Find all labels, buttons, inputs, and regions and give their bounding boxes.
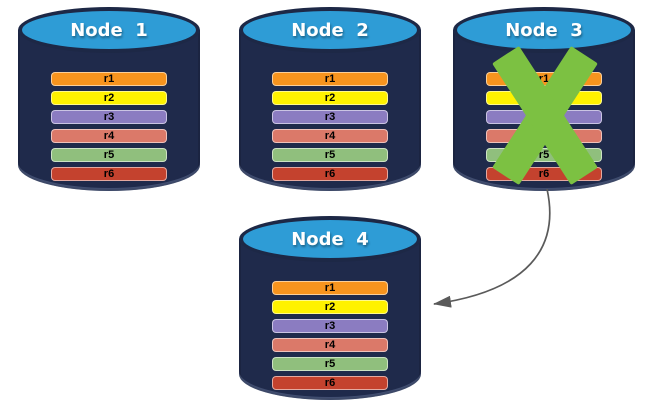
replica-row: r4 (272, 338, 388, 352)
node-2-cylinder-top: Node 2 (239, 7, 421, 53)
node-4-rows: r1 r2 r3 r4 r5 r6 (272, 281, 388, 390)
node-title: Node 1 (70, 19, 148, 41)
replica-row: r1 (51, 72, 167, 86)
replica-row: r3 (272, 319, 388, 333)
replica-row: r5 (272, 148, 388, 162)
replica-row: r5 (272, 357, 388, 371)
replica-row: r6 (272, 376, 388, 390)
replica-row: r2 (272, 300, 388, 314)
replica-row: r4 (272, 129, 388, 143)
replica-row: r6 (51, 167, 167, 181)
replica-row: r3 (272, 110, 388, 124)
node-3-cylinder-top: Node 3 (453, 7, 635, 53)
replica-row: r1 (272, 281, 388, 295)
replica-row: r6 (272, 167, 388, 181)
node-3: Node 3 r1 r2 r3 r4 r5 r6 (453, 7, 635, 191)
node-4: Node 4 r1 r2 r3 r4 r5 r6 (239, 216, 421, 400)
replica-row: r5 (51, 148, 167, 162)
node-4-cylinder-top: Node 4 (239, 216, 421, 262)
node-1-rows: r1 r2 r3 r4 r5 r6 (51, 72, 167, 181)
node-2: Node 2 r1 r2 r3 r4 r5 r6 (239, 7, 421, 191)
replica-row: r2 (51, 91, 167, 105)
arrow-curve (433, 188, 551, 308)
node-title: Node 3 (505, 19, 583, 41)
node-1-cylinder-top: Node 1 (18, 7, 200, 53)
replica-row: r3 (51, 110, 167, 124)
replica-row: r4 (51, 129, 167, 143)
replica-row: r1 (272, 72, 388, 86)
node-1: Node 1 r1 r2 r3 r4 r5 r6 (18, 7, 200, 191)
node-2-rows: r1 r2 r3 r4 r5 r6 (272, 72, 388, 181)
replica-row: r2 (272, 91, 388, 105)
node-title: Node 2 (291, 19, 369, 41)
node-title: Node 4 (291, 228, 369, 250)
